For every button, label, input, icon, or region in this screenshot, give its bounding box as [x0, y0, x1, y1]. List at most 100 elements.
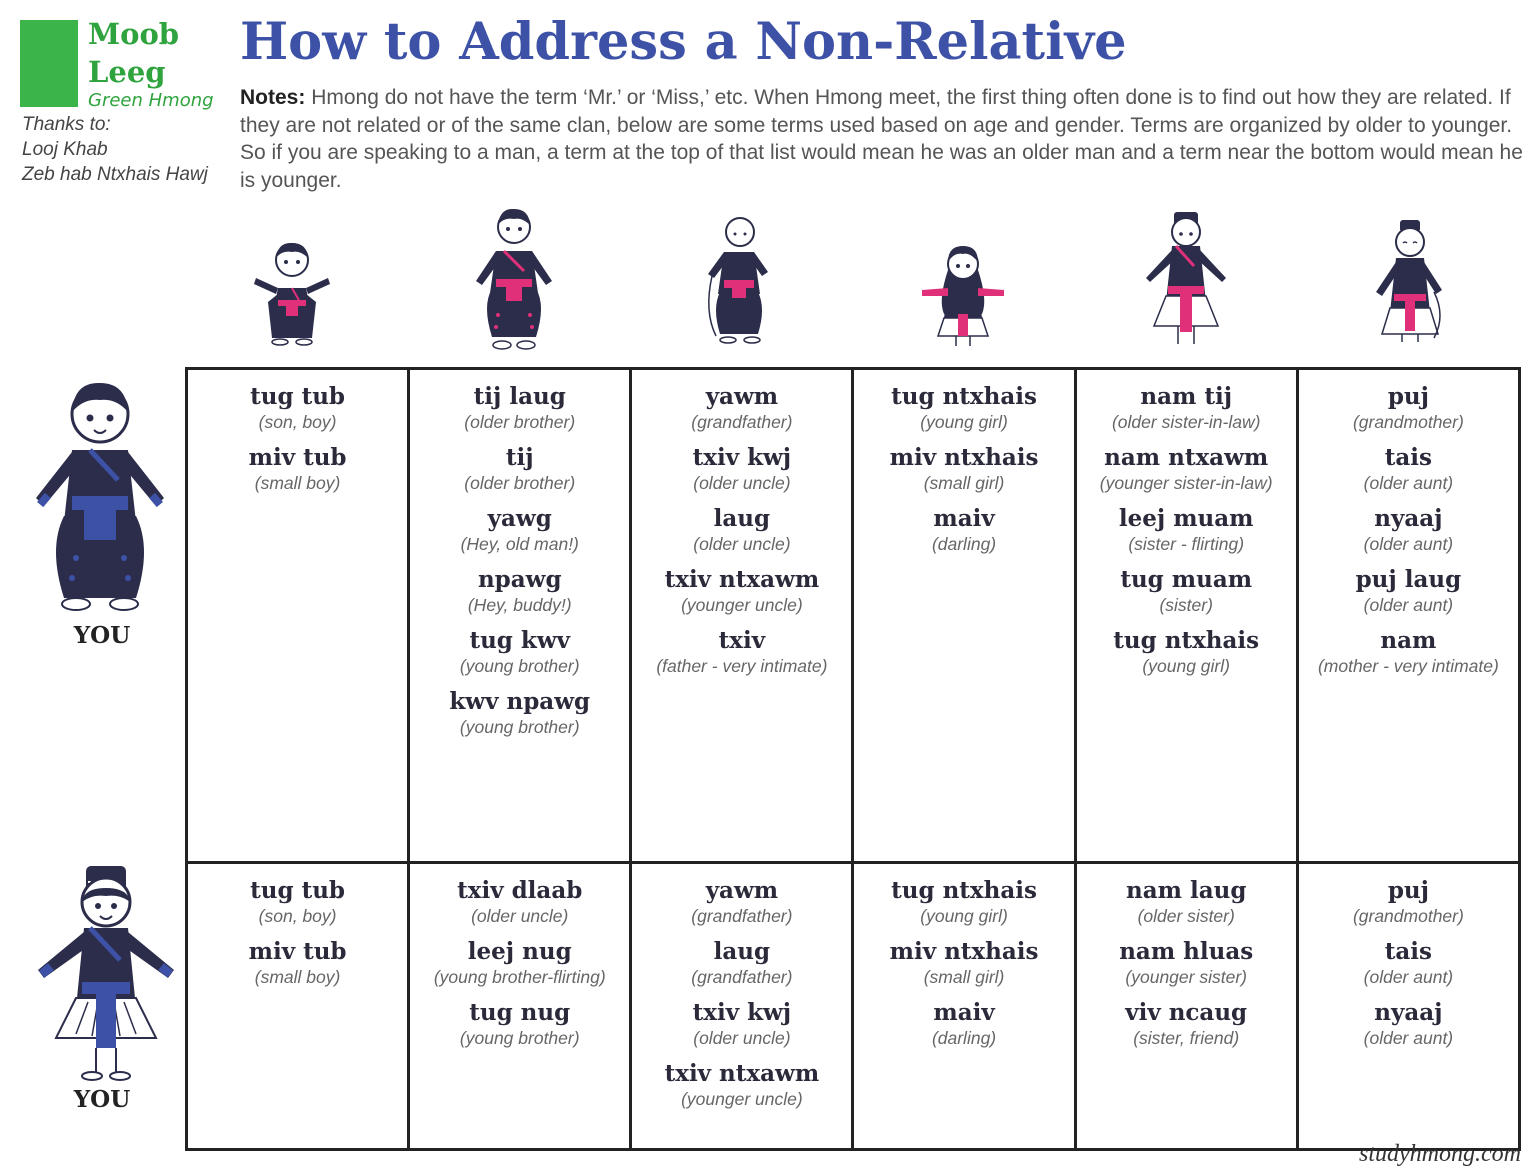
term: puj: [1387, 877, 1429, 904]
term-gloss: (young brother): [459, 1028, 580, 1048]
list-item: maiv(darling): [854, 506, 1073, 556]
term: tug kwv: [469, 627, 570, 654]
list-item: nyaaj(older aunt): [1299, 1000, 1518, 1050]
table-row-woman-speaker: tug tub(son, boy)miv tub(small boy) txiv…: [184, 861, 1522, 1151]
term-gloss: (Hey, old man!): [460, 534, 579, 554]
list-item: tug ntxhais(young girl): [854, 384, 1073, 434]
list-item: miv ntxhais(small girl): [854, 445, 1073, 495]
cell: tij laug(older brother)tij(older brother…: [407, 367, 633, 864]
term: tug nug: [469, 999, 571, 1026]
term: yawg: [487, 505, 552, 532]
term: tug tub: [250, 383, 346, 410]
term-gloss: (younger uncle): [681, 1089, 803, 1109]
term-gloss: (sister - flirting): [1128, 534, 1245, 554]
term-gloss: (Hey, buddy!): [467, 595, 572, 615]
term-gloss: (grandfather): [691, 412, 793, 432]
cell: txiv dlaab(older uncle)leej nug(young br…: [407, 861, 633, 1151]
logo-subtitle: Green Hmong: [88, 90, 214, 111]
term: miv ntxhais: [889, 444, 1039, 471]
term: nam ntxawm: [1104, 444, 1269, 471]
cell: nam laug(older sister)nam hluas(younger …: [1073, 861, 1299, 1151]
term: yawm: [705, 383, 779, 410]
cell: yawm(grandfather)txiv kwj(older uncle)la…: [629, 367, 855, 864]
old-man-icon: [708, 217, 768, 344]
list-item: yawm(grandfather): [632, 384, 851, 434]
term: tug ntxhais: [1113, 627, 1260, 654]
list-item: tug muam(sister): [1077, 567, 1296, 617]
term-gloss: (grandmother): [1352, 412, 1464, 432]
term: txiv dlaab: [457, 877, 583, 904]
term: yawm: [705, 877, 779, 904]
term: tais: [1384, 444, 1432, 471]
list-item: nam laug(older sister): [1077, 878, 1296, 928]
list-item: puj(grandmother): [1299, 384, 1518, 434]
term: miv tub: [248, 938, 347, 965]
list-item: txiv ntxawm(younger uncle): [632, 1061, 851, 1111]
term-gloss: (older aunt): [1363, 534, 1454, 554]
list-item: puj(grandmother): [1299, 878, 1518, 928]
logo-line2: Leeg: [88, 55, 166, 89]
notes-paragraph: Notes: Hmong do not have the term ‘Mr.’ …: [240, 84, 1530, 194]
list-item: txiv kwj(older uncle): [632, 445, 851, 495]
term: nyaaj: [1374, 505, 1443, 532]
address-terms-table: tug tub(son, boy)miv tub(small boy) tij …: [184, 367, 1522, 1151]
footer-site: studyhmong.com: [1359, 1141, 1521, 1167]
term: maiv: [933, 999, 995, 1026]
list-item: tais(older aunt): [1299, 939, 1518, 989]
term: nyaaj: [1374, 999, 1443, 1026]
term: viv ncaug: [1125, 999, 1248, 1026]
term: txiv ntxawm: [664, 1060, 820, 1087]
term: tij laug: [473, 383, 566, 410]
list-item: tug ntxhais(young girl): [854, 878, 1073, 928]
list-item: txiv ntxawm(younger uncle): [632, 567, 851, 617]
term: laug: [713, 938, 771, 965]
list-item: nam(mother - very intimate): [1299, 628, 1518, 678]
term: txiv ntxawm: [664, 566, 820, 593]
cell: yawm(grandfather) laug(grandfather) txiv k…: [629, 861, 855, 1151]
cell: nam tij(older sister-in-law) nam ntxawm(y…: [1073, 367, 1299, 864]
term-gloss: (mother - very intimate): [1317, 656, 1499, 676]
cell: puj(grandmother)tais(older aunt)nyaaj(ol…: [1295, 367, 1522, 864]
list-item: tug ntxhais(young girl): [1077, 628, 1296, 678]
term-gloss: (sister): [1159, 595, 1213, 615]
notes-text: Hmong do not have the term ‘Mr.’ or ‘Mis…: [240, 86, 1523, 192]
list-item: yawm(grandfather): [632, 878, 851, 928]
page-title: How to Address a Non-Relative: [240, 12, 1127, 72]
term: nam: [1380, 627, 1437, 654]
term-gloss: (older sister-in-law): [1111, 412, 1261, 432]
term-gloss: (older aunt): [1363, 473, 1454, 493]
young-girl-icon: [922, 246, 1004, 346]
logo-mark: [20, 20, 78, 107]
term-gloss: (older brother): [464, 412, 576, 432]
term: txiv kwj: [692, 999, 792, 1026]
cell: tug ntxhais(young girl) miv ntxhais(small…: [851, 367, 1077, 864]
list-item: nam ntxawm(younger sister-in-law): [1077, 445, 1296, 495]
list-item: tug kwv(young brother): [410, 628, 629, 678]
list-item: maiv(darling): [854, 1000, 1073, 1050]
term-gloss: (young brother): [459, 656, 580, 676]
list-item: tug tub(son, boy): [188, 384, 407, 434]
list-item: txiv kwj(older uncle): [632, 1000, 851, 1050]
list-item: nam tij(older sister-in-law): [1077, 384, 1296, 434]
list-item: tij laug(older brother): [410, 384, 629, 434]
term-gloss: (father - very intimate): [656, 656, 828, 676]
term: nam hluas: [1119, 938, 1254, 965]
term-gloss: (small girl): [923, 473, 1005, 493]
list-item: miv tub(small boy): [188, 939, 407, 989]
term: nam laug: [1125, 877, 1247, 904]
thanks-name: Zeb hab Ntxhais Hawj: [22, 164, 208, 185]
list-item: kwv npawg(young brother): [410, 689, 629, 739]
list-item: laug(grandfather): [632, 939, 851, 989]
term-gloss: (young girl): [920, 412, 1008, 432]
term: tug ntxhais: [891, 877, 1037, 904]
term: npawg: [477, 566, 562, 593]
notes-label: Notes:: [240, 86, 306, 109]
term-gloss: (son, boy): [258, 906, 337, 926]
term-gloss: (older sister): [1137, 906, 1235, 926]
term: tais: [1384, 938, 1432, 965]
term: nam tij: [1140, 383, 1233, 410]
term-gloss: (younger uncle): [681, 595, 803, 615]
cell: tug tub(son, boy)miv tub(small boy): [184, 861, 411, 1151]
term-gloss: (older uncle): [693, 1028, 791, 1048]
list-item: yawg(Hey, old man!): [410, 506, 629, 556]
